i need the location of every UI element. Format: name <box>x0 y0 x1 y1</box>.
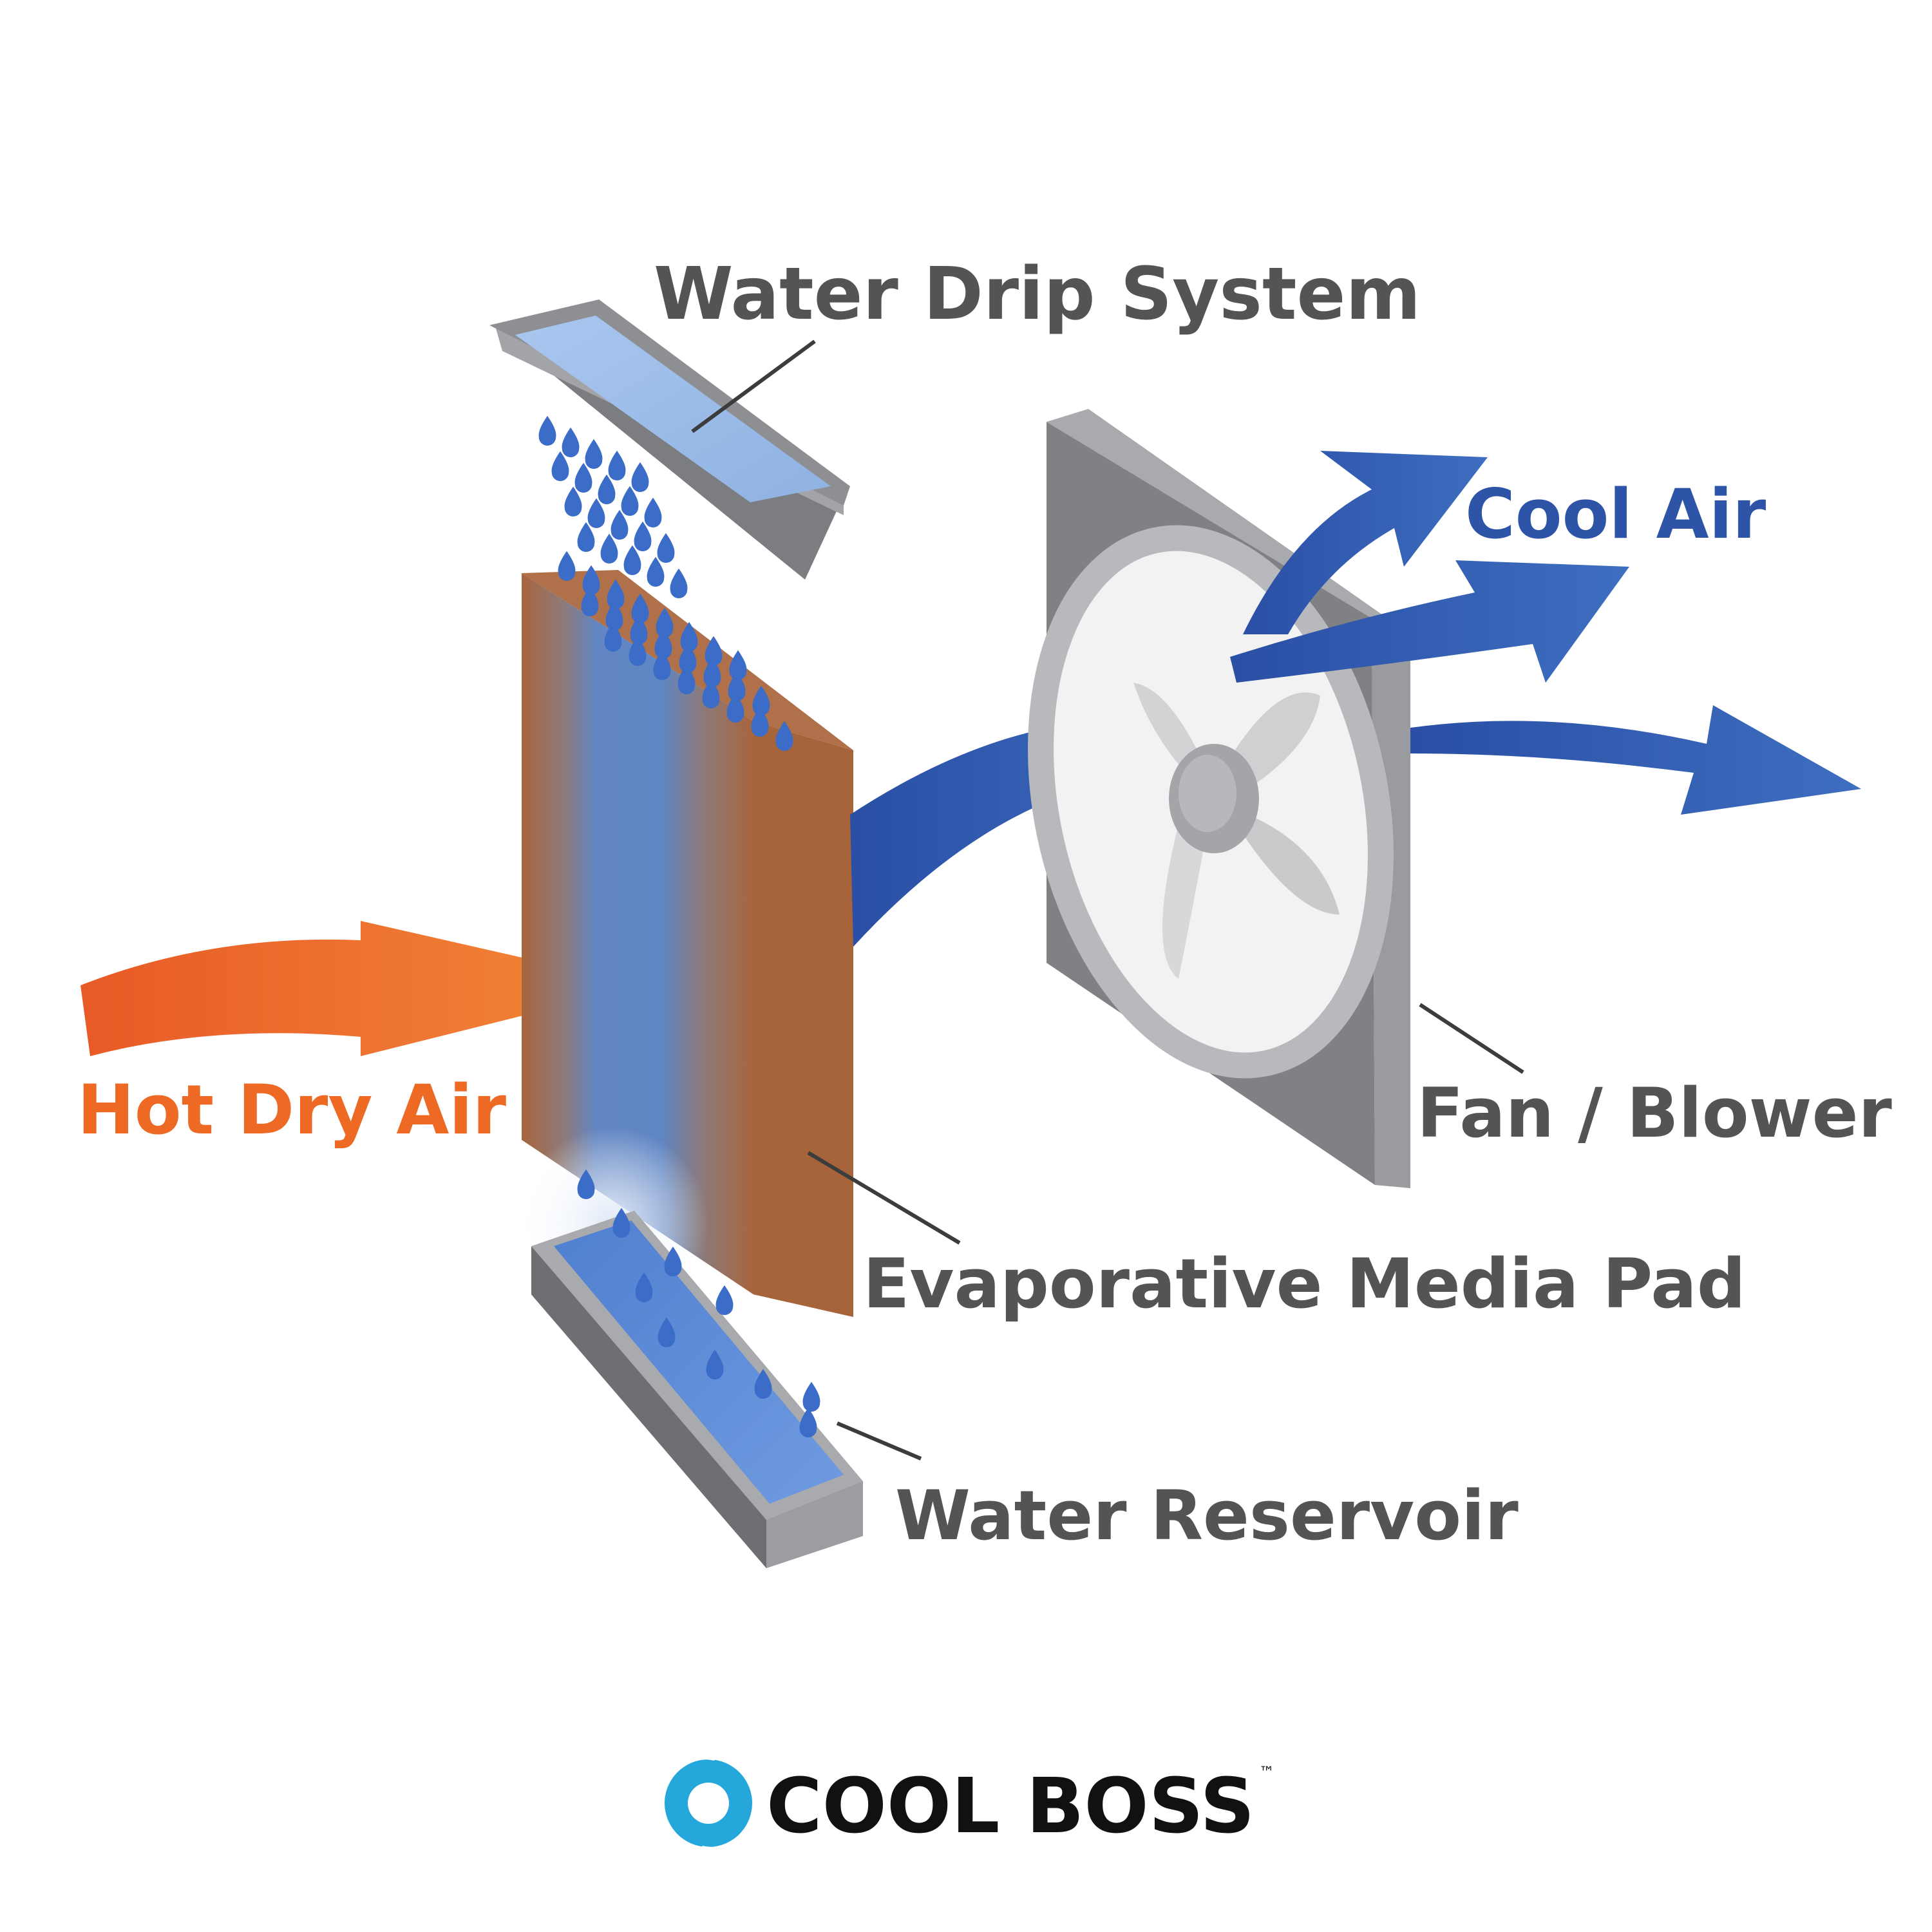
water-drop-icon <box>705 636 723 667</box>
water-drop-icon <box>631 593 649 623</box>
water-drop-icon <box>670 568 688 599</box>
water-drop-icon <box>577 1169 595 1199</box>
leader-fan-blower <box>1419 1003 1524 1074</box>
evaporative-media-pad <box>522 570 853 1317</box>
water-drop-icon <box>679 643 697 674</box>
water-reservoir <box>531 1211 863 1568</box>
water-drop-icon <box>562 427 580 457</box>
leader-water-drip <box>691 339 816 433</box>
water-drop-icon <box>608 450 626 480</box>
water-drop-icon <box>706 1349 724 1380</box>
water-drop-icon <box>538 415 556 446</box>
water-drop-icon <box>654 629 672 659</box>
brand-logo: COOL BOSS ™ <box>665 1754 1274 1852</box>
water-drop-icon <box>799 1407 817 1438</box>
water-drop-icon <box>604 621 622 652</box>
water-drop-icon <box>751 706 769 737</box>
water-drop-icon <box>634 521 652 551</box>
water-drop-icon <box>607 579 625 609</box>
leader-reservoir <box>836 1421 922 1461</box>
water-drop-icon <box>630 614 648 645</box>
water-drop-icon <box>802 1381 820 1412</box>
water-drop-icon <box>623 545 641 575</box>
water-drop-icon <box>703 657 721 688</box>
label-water-reservoir: Water Reservoir <box>895 1476 1519 1555</box>
water-drip-tray <box>489 299 850 580</box>
water-drop-icon <box>631 462 649 492</box>
water-drops-pad <box>558 551 793 752</box>
water-drop-icon <box>775 721 793 752</box>
water-drop-icon <box>612 1208 630 1238</box>
hot-air-arrow <box>80 921 644 1056</box>
water-drop-icon <box>644 497 662 527</box>
label-cool-air: Cool Air <box>1465 475 1766 554</box>
label-fan-blower: Fan / Blower <box>1417 1074 1892 1153</box>
water-drop-icon <box>647 556 665 587</box>
water-drop-icon <box>564 486 582 516</box>
water-drop-icon <box>600 533 618 564</box>
water-drop-icon <box>558 551 576 581</box>
water-drop-icon <box>551 451 569 481</box>
brand-trademark: ™ <box>1259 1763 1274 1781</box>
water-drop-icon <box>702 678 720 709</box>
water-drop-icon <box>656 607 674 638</box>
water-drop-icon <box>598 474 616 504</box>
water-drop-icon <box>658 1317 676 1348</box>
water-drop-icon <box>657 533 675 564</box>
water-drop-icon <box>677 664 696 695</box>
water-drop-icon <box>726 692 744 723</box>
brand-name: COOL BOSS <box>766 1761 1255 1850</box>
water-drop-icon <box>715 1285 734 1316</box>
water-drop-icon <box>635 1272 653 1303</box>
water-drop-icon <box>752 685 770 716</box>
water-drop-icon <box>664 1246 682 1277</box>
water-drop-icon <box>729 650 747 681</box>
water-drop-icon <box>585 439 603 469</box>
water-drop-icon <box>621 486 639 516</box>
water-drop-icon <box>754 1368 772 1399</box>
water-drop-icon <box>605 600 623 630</box>
water-drop-icon <box>577 522 595 552</box>
water-drops-reservoir <box>577 1169 820 1438</box>
water-drop-icon <box>587 498 605 528</box>
swirl-ring-icon <box>665 1754 752 1852</box>
leader-lines <box>691 339 1524 1461</box>
label-evaporative-media-pad: Evaporative Media Pad <box>863 1244 1746 1323</box>
water-drop-icon <box>653 650 671 681</box>
water-drop-icon <box>574 462 592 493</box>
cool-air-arrows-out <box>1230 451 1861 815</box>
water-drop-icon <box>680 621 698 652</box>
water-drop-icon <box>728 671 746 702</box>
water-drop-icon <box>629 636 647 666</box>
water-drop-icon <box>582 565 600 595</box>
leader-media-pad <box>807 1151 961 1245</box>
fan-blower <box>1028 409 1410 1188</box>
water-drop-icon <box>611 509 629 540</box>
label-water-drip-system: Water Drip System <box>654 252 1421 336</box>
water-drop-icon <box>581 586 599 616</box>
water-drops-top <box>538 415 688 599</box>
label-hot-dry-air: Hot Dry Air <box>77 1070 506 1150</box>
